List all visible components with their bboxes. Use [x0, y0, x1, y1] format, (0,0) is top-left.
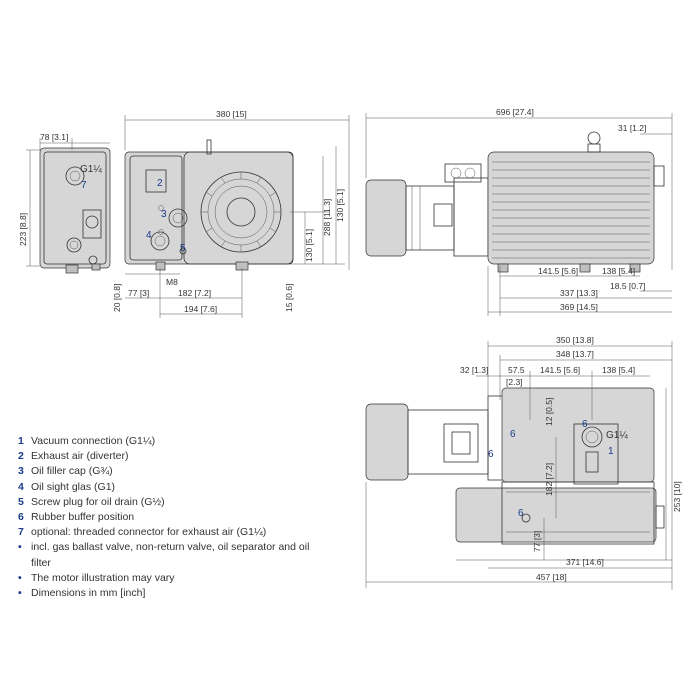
dim-369: 369 [14.5]	[560, 302, 598, 312]
dim-288: 288 [11.3]	[322, 199, 332, 236]
callout-7: 7	[81, 180, 87, 191]
cooling-fins-side	[492, 161, 650, 259]
dim-696: 696 [27.4]	[496, 107, 534, 117]
end-view-dims: 78 [3.1] 223 [8.8] G1¼	[18, 132, 110, 267]
callout-2: 2	[157, 178, 163, 189]
dim-57-5: 57.5	[508, 365, 525, 375]
dim-12: 12 [0.5]	[544, 398, 554, 426]
callout-6b: 6	[488, 449, 494, 460]
dim-457: 457 [18]	[536, 572, 567, 582]
dim-330: 130 [5.1]	[335, 189, 345, 222]
dim-380: 380 [15]	[216, 109, 247, 119]
dim-371: 371 [14.6]	[566, 557, 604, 567]
dim-138: 138 [5.4]	[602, 266, 635, 276]
legend-item: •incl. gas ballast valve, non-return val…	[18, 541, 310, 569]
top-view-callouts: 6 6 6 1 6 G1¼	[488, 419, 628, 519]
cooling-fins-top	[506, 491, 650, 533]
callout-3: 3	[161, 209, 167, 220]
callout-5: 5	[180, 243, 186, 254]
dim-20: 20 [0.8]	[112, 284, 122, 312]
legend-item: •Dimensions in mm [inch]	[18, 587, 146, 600]
side-view	[365, 131, 665, 273]
dim-77: 77 [3]	[128, 288, 149, 298]
front-view-callouts: 2 3 4 5 7	[81, 178, 186, 254]
dim-337: 337 [13.3]	[560, 288, 598, 298]
dim-253: 253 [10]	[672, 481, 682, 512]
dim-2-3: [2.3]	[506, 377, 523, 387]
callout-1: 1	[608, 446, 614, 457]
callout-6c: 6	[582, 419, 588, 430]
dim-194: 194 [7.6]	[184, 304, 217, 314]
dim-78: 78 [3.1]	[40, 132, 68, 142]
dim-m8: M8	[166, 277, 178, 287]
top-view-dims: 350 [13.8] 348 [13.7] 32 [1.3] 57.5 141.…	[365, 335, 682, 590]
side-view-dims: 696 [27.4] 31 [1.2] 141.5 [5.6] 138 [5.4…	[365, 107, 673, 316]
top-view	[365, 387, 665, 545]
end-view-small	[39, 147, 111, 274]
dim-32: 32 [1.3]	[460, 365, 488, 375]
dim-130: 130 [5.1]	[304, 229, 314, 262]
dim-348: 348 [13.7]	[556, 349, 594, 359]
front-view-dims: 380 [15] 130 [5.1] 288 [11.3] 130 [5.1] …	[112, 109, 350, 318]
thread-label-g114-left: G1¼	[80, 163, 102, 175]
dim-31: 31 [1.2]	[618, 123, 646, 133]
dim-141-5-top: 141.5 [5.6]	[540, 365, 580, 375]
dim-77-top: 77 [3]	[532, 531, 542, 552]
front-view	[124, 139, 294, 271]
dim-182-top: 182 [7.2]	[544, 463, 554, 496]
dim-141-5: 141.5 [5.6]	[538, 266, 578, 276]
dim-350: 350 [13.8]	[556, 335, 594, 345]
dim-223: 223 [8.8]	[18, 213, 28, 246]
fan-fins	[201, 172, 281, 252]
dim-138-top: 138 [5.4]	[602, 365, 635, 375]
dim-182: 182 [7.2]	[178, 288, 211, 298]
dim-15: 15 [0.6]	[284, 284, 294, 312]
thread-label-g114-right: G1¼	[606, 429, 628, 441]
callout-4: 4	[146, 230, 152, 241]
callout-6d: 6	[518, 508, 524, 519]
legend-item: •The motor illustration may vary	[18, 571, 175, 584]
callout-6a: 6	[510, 429, 516, 440]
dim-18-5: 18.5 [0.7]	[610, 281, 645, 291]
